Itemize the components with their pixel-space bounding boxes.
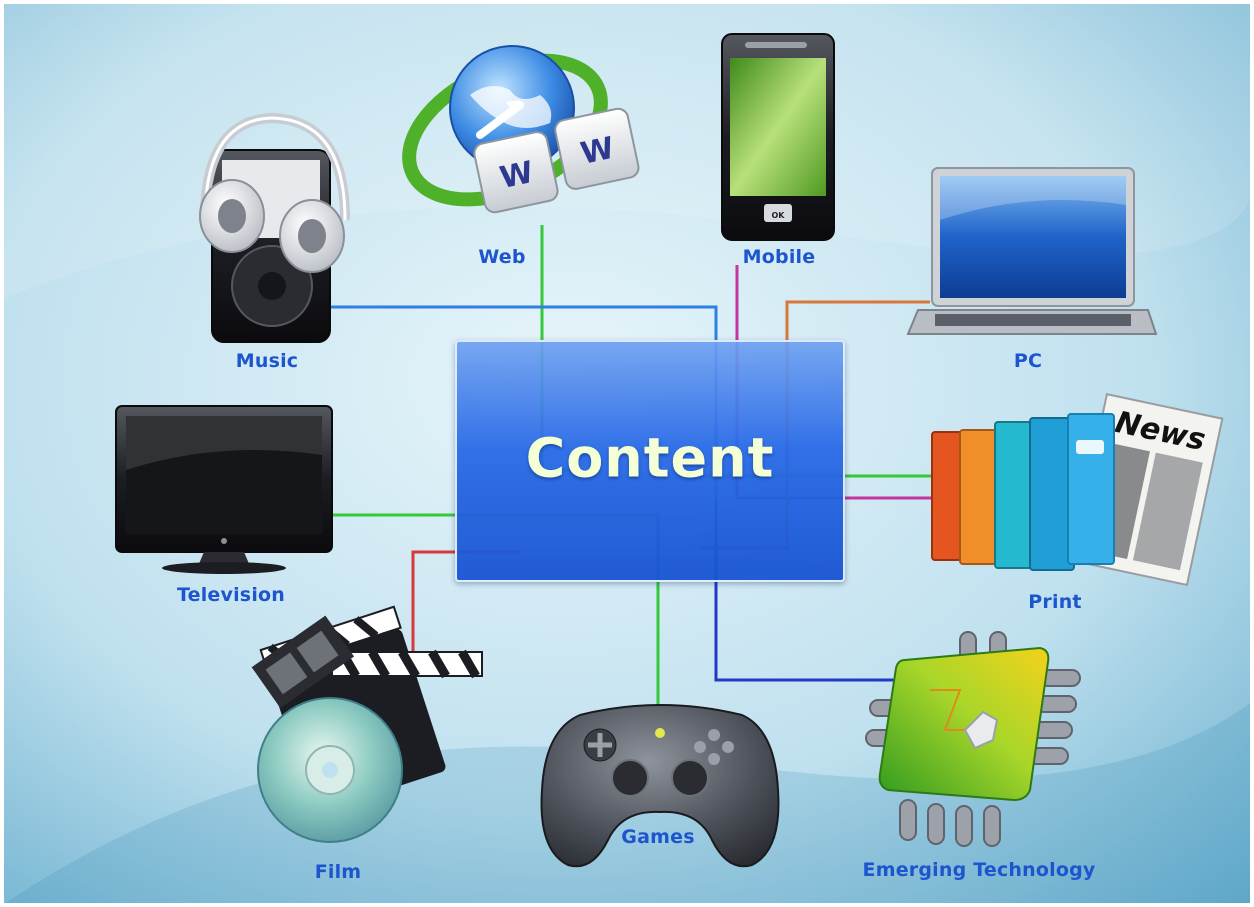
content-hub-box: Content — [455, 340, 845, 582]
dvd-disc-icon — [257, 697, 403, 843]
books-icon — [931, 413, 1115, 571]
games-label: Games — [621, 826, 695, 848]
emerging-technology-label: Emerging Technology — [862, 859, 1096, 881]
content-hub-label: Content — [525, 426, 775, 490]
microchip-icon — [865, 631, 1081, 847]
television-icon — [115, 405, 333, 574]
film-label: Film — [314, 861, 362, 883]
print-label: Print — [1028, 591, 1082, 613]
television-label: Television — [176, 584, 286, 606]
key-w-right: W — [578, 131, 618, 172]
music-player-icon — [199, 112, 350, 343]
laptop-icon — [906, 167, 1158, 335]
pc-label: PC — [1013, 350, 1043, 372]
mobile-label: Mobile — [742, 246, 816, 268]
mobile-phone-icon: OK — [721, 33, 835, 241]
web-label: Web — [478, 246, 526, 268]
keyboard-keys-icon: W W — [473, 107, 640, 214]
music-label: Music — [235, 350, 299, 372]
gamepad-icon — [540, 704, 780, 868]
ok-button-text: OK — [772, 211, 786, 220]
film-strip-icon — [251, 615, 355, 709]
key-w-left: W — [497, 155, 537, 196]
